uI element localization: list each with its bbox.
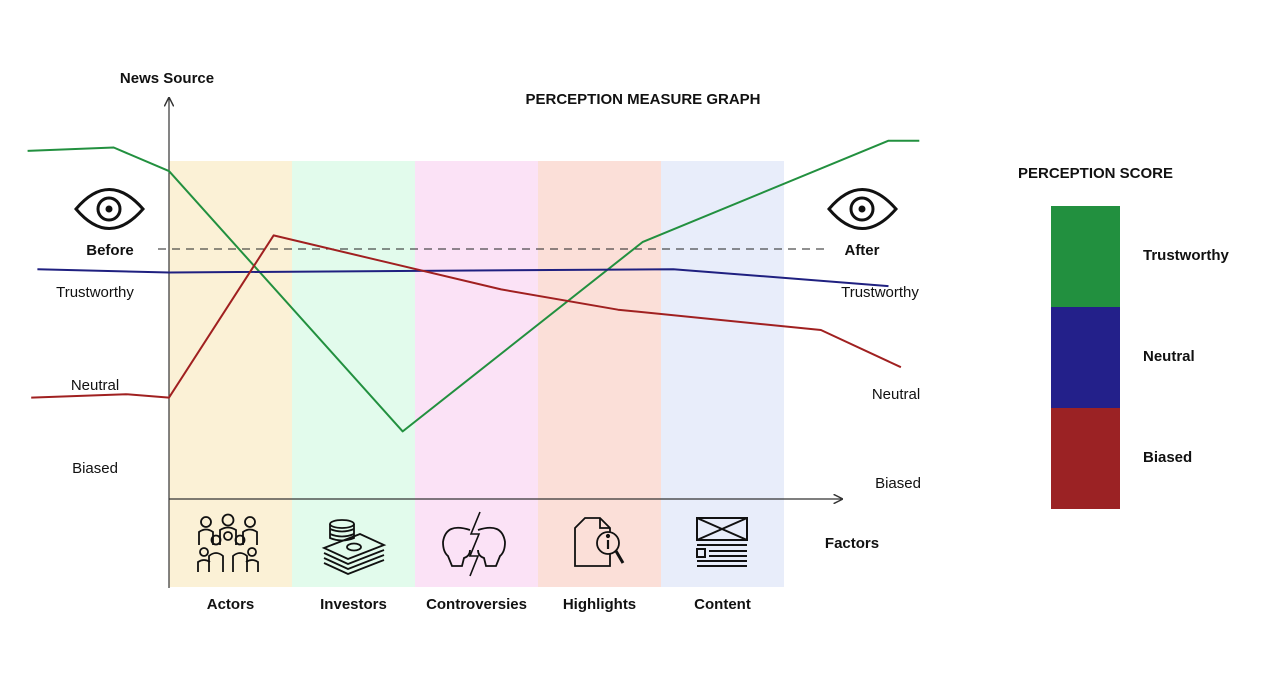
before-label: Before [86, 242, 134, 259]
series-line [31, 234, 902, 399]
series-line [27, 139, 920, 433]
legend-swatch [1051, 408, 1120, 509]
legend-swatch [1051, 206, 1120, 307]
series-label: Neutral [71, 377, 119, 394]
series-label: Biased [875, 475, 921, 492]
category-bands [169, 161, 784, 587]
perception-score-legend: PERCEPTION SCORE Trustworthy Neutral Bia… [1018, 165, 1278, 509]
x-axis-label: Factors [825, 535, 879, 552]
chart-title: PERCEPTION MEASURE GRAPH [525, 91, 760, 108]
legend-item-biased: Biased [1018, 408, 1278, 509]
series-lines [27, 139, 920, 433]
category-band [292, 161, 415, 587]
legend-item-neutral: Neutral [1018, 307, 1278, 408]
money-stack-icon [321, 519, 387, 575]
series-label: Neutral [872, 386, 920, 403]
y-axis-label: News Source [120, 70, 214, 87]
series-label: Trustworthy [841, 284, 919, 301]
legend-label: Biased [1143, 449, 1193, 466]
news-article-icon [696, 517, 748, 567]
legend-swatch [1051, 307, 1120, 408]
category-band [661, 161, 784, 587]
category-label: Highlights [563, 596, 636, 613]
after-label: After [844, 242, 879, 259]
category-band [169, 161, 292, 587]
people-group-icon [197, 513, 259, 572]
series-label: Biased [72, 460, 118, 477]
category-band [538, 161, 661, 587]
legend-label: Neutral [1143, 348, 1195, 365]
category-label: Actors [207, 596, 255, 613]
eye-icon [827, 188, 898, 230]
legend-title: PERCEPTION SCORE [1018, 165, 1174, 182]
category-label: Controversies [426, 596, 527, 613]
category-label: Investors [320, 596, 387, 613]
document-info-icon [574, 517, 625, 567]
legend-label: Trustworthy [1143, 247, 1229, 264]
eye-icon [74, 188, 145, 230]
series-label: Trustworthy [56, 284, 134, 301]
legend-item-trustworthy: Trustworthy [1018, 206, 1278, 307]
conflict-heads-icon [442, 511, 506, 577]
perception-chart: PERCEPTION MEASURE GRAPH News Source Fac… [27, 70, 921, 613]
category-label: Content [694, 596, 751, 613]
category-labels: Actors Investors Controversies Highlights Co… [207, 596, 751, 613]
